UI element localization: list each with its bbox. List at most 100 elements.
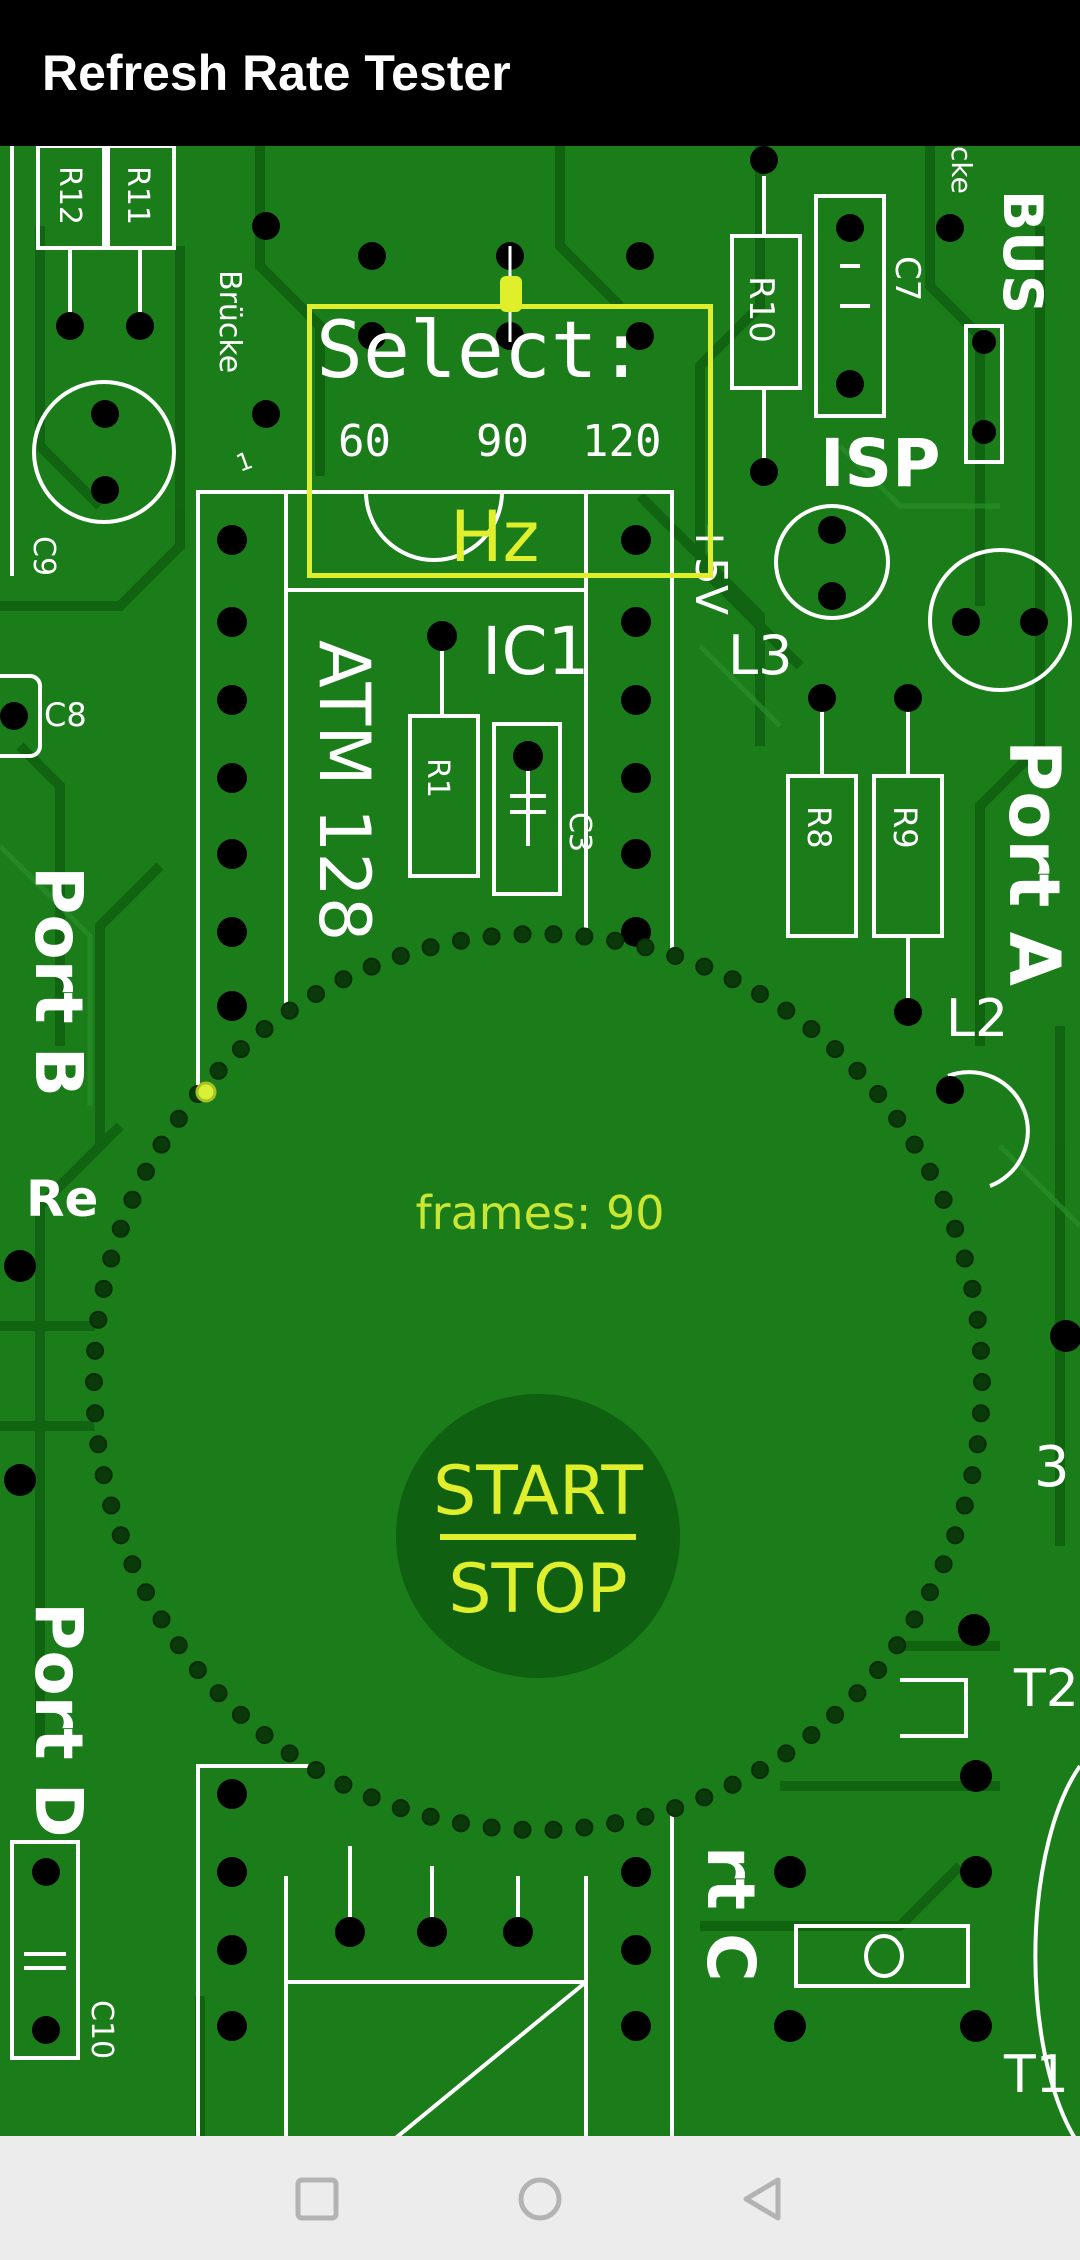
led-dot [451,931,470,950]
led-dot [921,1583,939,1602]
label-r8: R8 [800,806,838,849]
led-dot [934,1190,953,1209]
app-bar: Refresh Rate Tester [0,0,1080,146]
led-dot [636,1807,655,1826]
led-dot [666,1799,685,1818]
label-c8: C8 [44,696,87,734]
label-r11: R11 [120,166,155,225]
label-c9: C9 [26,536,61,576]
circle-icon[interactable] [505,2164,575,2234]
frames-counter: frames: 90 [415,1186,665,1240]
led-dot [280,1744,299,1763]
led-dot [888,1109,907,1128]
led-dot [968,1310,987,1329]
led-dot [946,1526,965,1545]
led-dot [751,1761,769,1779]
led-dot [802,1726,821,1744]
led-dot [307,1761,325,1779]
led-dot [482,1818,501,1837]
led-dot [209,1684,228,1703]
tester-area [92,936,984,1828]
led-dot [89,1310,108,1329]
led-dot [606,931,625,950]
led-dot [231,1705,250,1724]
led-dot [963,1466,982,1485]
led-dot [123,1555,142,1574]
led-dot [869,1085,888,1103]
led-dot [421,1807,440,1826]
led-dot [973,1373,991,1391]
led-dot [482,927,501,946]
led-dot [723,970,742,989]
led-dot [111,1219,130,1238]
led-dot [85,1373,103,1391]
label-atm: ATM 128 [303,640,385,941]
led-dot [869,1661,888,1679]
square-icon[interactable] [282,2164,352,2234]
label-t2: T2 [1013,1659,1079,1719]
led-dot [152,1135,171,1154]
led-dot [606,1814,625,1833]
led-dot [280,1001,299,1020]
label-port-c: rt C [692,1846,769,1982]
led-dot [723,1775,742,1794]
led-dot [963,1279,982,1298]
led-dot [544,1820,563,1839]
led-dot [666,946,685,965]
led-dot [94,1466,113,1485]
option-120hz[interactable]: 120 [582,416,662,467]
led-dot [94,1279,113,1298]
led-dot [905,1610,924,1629]
led-dot [137,1583,155,1602]
label-ic1: IC1 [482,613,590,690]
led-dot [102,1496,121,1515]
label-cke: cke [945,146,978,194]
label-l3: L3 [728,624,792,687]
led-dot [575,1818,594,1837]
hz-select-box [307,304,713,578]
led-dot [968,1435,987,1454]
option-90hz[interactable]: 90 [476,416,529,467]
label-r12: R12 [52,166,87,225]
label-port-b: Port B [20,866,97,1097]
led-dot [751,985,769,1003]
led-dot [307,985,325,1003]
label-port-a: Port A [993,740,1075,986]
led-dot [169,1109,188,1128]
label-re: Re [26,1170,98,1228]
led-dot [544,925,563,944]
led-dot [209,1061,228,1080]
label-bus: BUS [991,190,1054,314]
led-dot [334,1775,353,1794]
label-c10: C10 [84,2000,119,2059]
led-dot [102,1249,121,1268]
label-isp: ISP [820,425,940,502]
label-t1: T1 [1003,2045,1069,2105]
label-r10: R10 [741,276,781,343]
silkscreen-labels: R12 R11 Brücke C9 C8 Port B Re Port D C1… [20,146,1079,2105]
start-stop-button[interactable]: START STOP [396,1394,680,1678]
led-dot [971,1404,990,1423]
led-dot [86,1341,105,1360]
led-dot [695,957,714,976]
led-dot [513,1820,532,1839]
app-title: Refresh Rate Tester [42,45,511,101]
led-dot [334,970,353,989]
led-dot [391,1799,410,1818]
led-dot [188,1661,207,1679]
label-3: 3 [1034,1435,1070,1500]
label-port-d: Port D [20,1602,97,1838]
led-dot [391,946,410,965]
led-dot [362,957,381,976]
led-dot [111,1526,130,1545]
label-c3: C3 [562,812,597,852]
option-60hz[interactable]: 60 [338,416,391,467]
led-dot [575,927,594,946]
led-dot [946,1219,965,1238]
led-dot [826,1705,845,1724]
led-dot [777,1744,796,1763]
back-triangle-icon[interactable] [728,2164,798,2234]
led-dot [826,1040,845,1059]
led-dot [513,925,532,944]
label-pin-1: 1 [232,446,256,478]
